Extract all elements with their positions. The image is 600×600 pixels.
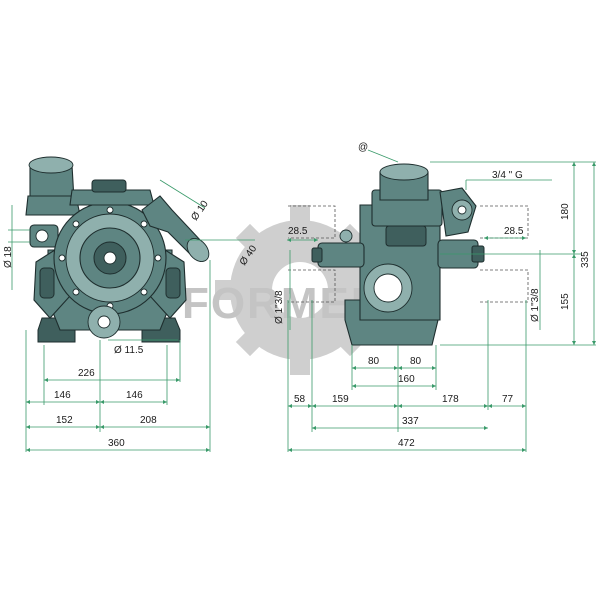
dim-28-5-left: 28.5: [288, 226, 308, 237]
dim-77: 77: [502, 394, 514, 405]
dim-d1-38-right: Ø 1"3/8: [530, 288, 541, 322]
dim-d1-38-left: Ø 1"3/8: [274, 290, 285, 324]
dim-472: 472: [398, 438, 415, 449]
dim-360: 360: [108, 438, 125, 449]
dim-g34: 3/4 " G: [492, 170, 523, 181]
dim-159: 159: [332, 394, 349, 405]
dim-80-left: 80: [368, 356, 380, 367]
front-view: Ø 10 Ø 40 Ø 18 Ø 11.5 226 14: [3, 156, 259, 452]
side-view: @ 3/4 " G 28.5 28.5 Ø 1"3/8 Ø 1"3/8 180: [274, 142, 596, 452]
front-pump-body: [25, 156, 210, 343]
dim-152: 152: [56, 415, 73, 426]
dim-155: 155: [560, 293, 571, 310]
dim-58: 58: [294, 394, 306, 405]
front-dimensions: Ø 10 Ø 40 Ø 18 Ø 11.5 226 14: [3, 179, 259, 452]
dim-335: 335: [580, 251, 591, 268]
dim-160: 160: [398, 374, 415, 385]
dim-178: 178: [442, 394, 459, 405]
dim-226: 226: [78, 368, 95, 379]
dim-d18: Ø 18: [3, 246, 14, 268]
dim-146-right: 146: [126, 390, 143, 401]
dim-d10: Ø 10: [189, 198, 211, 222]
dim-146-left: 146: [54, 390, 71, 401]
dim-at: @: [358, 142, 368, 153]
dim-80-right: 80: [410, 356, 422, 367]
dim-28-5-right: 28.5: [504, 226, 524, 237]
dim-d11-5: Ø 11.5: [114, 345, 144, 356]
dim-337: 337: [402, 416, 419, 427]
side-dimensions: @ 3/4 " G 28.5 28.5 Ø 1"3/8 Ø 1"3/8 180: [274, 142, 596, 452]
side-pump-body: [311, 163, 485, 346]
dim-180: 180: [560, 203, 571, 220]
dim-208: 208: [140, 415, 157, 426]
watermark: FORMEL: [182, 205, 385, 375]
